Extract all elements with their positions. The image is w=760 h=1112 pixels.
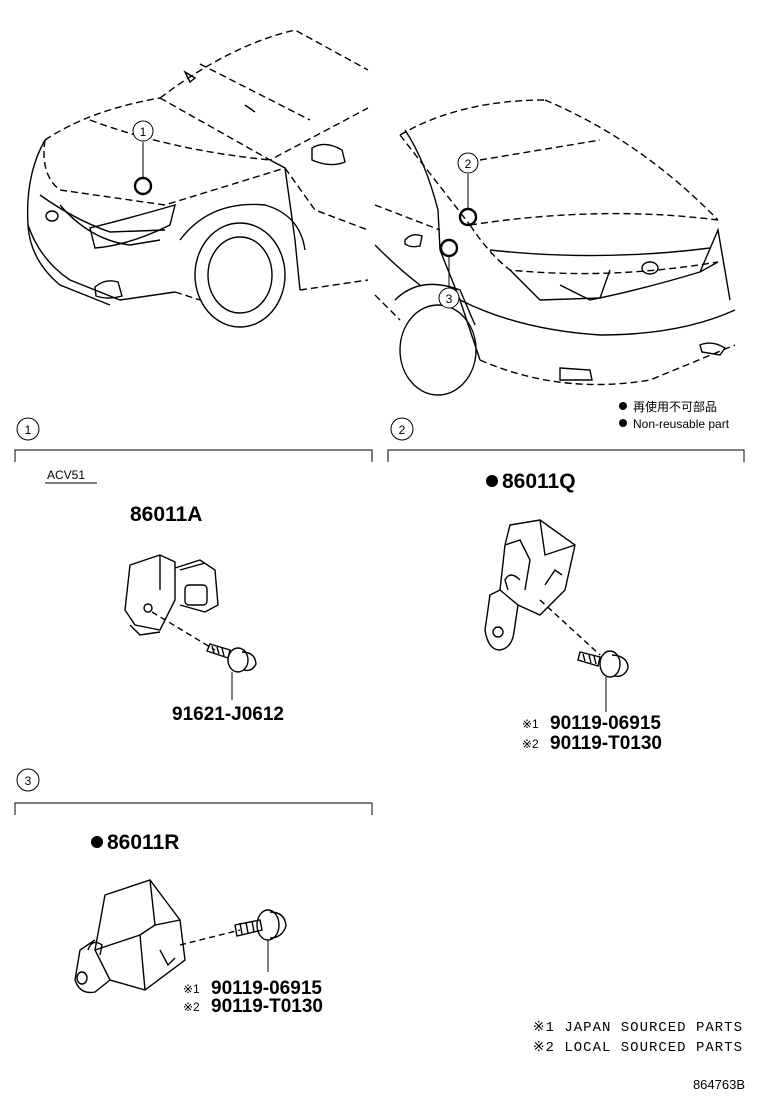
legend: 再使用不可部品 Non-reusable part: [619, 399, 730, 431]
model-code: ACV51: [47, 468, 85, 482]
diagram-id: 864763B: [693, 1077, 745, 1092]
fastener-90119-T0130: 90119-T0130: [211, 996, 323, 1017]
bolt-icon: [206, 643, 257, 673]
callout-marker-2: 2: [457, 152, 479, 227]
non-reusable-dot-icon: [619, 402, 627, 410]
non-reusable-dot-icon: [91, 836, 103, 848]
bolt-icon: [577, 650, 629, 678]
part-number-86011Q: 86011Q: [502, 470, 576, 493]
note-japan-sourced: ※1 JAPAN SOURCED PARTS: [533, 1020, 743, 1036]
section-index-3: 3: [25, 774, 32, 788]
fastener-90119-06915: 90119-06915: [550, 713, 661, 734]
fastener-91621-J0612: 91621-J0612: [172, 704, 284, 725]
non-reusable-dot-icon: [619, 419, 627, 427]
legend-jp: 再使用不可部品: [633, 399, 717, 414]
non-reusable-dot-icon: [486, 475, 498, 487]
part-number-86011A: 86011A: [130, 503, 202, 526]
note-local-sourced: ※2 LOCAL SOURCED PARTS: [533, 1040, 743, 1056]
callout-marker-3: 3: [438, 238, 460, 309]
sensor-connector-icon: [124, 554, 219, 651]
fastener-90119-06915: 90119-06915: [211, 978, 322, 999]
car-rear-view-icon: [374, 99, 736, 396]
mark-jp: ※1: [183, 982, 200, 996]
fastener-90119-T0130: 90119-T0130: [550, 733, 662, 754]
mark-local: ※2: [522, 737, 539, 751]
callout-label-1: 1: [140, 125, 147, 139]
section-3: 3 86011R ※1 90119-06915 ※2 90119-T0130: [14, 768, 373, 1017]
mark-jp: ※1: [522, 717, 539, 731]
callout-label-2: 2: [465, 157, 472, 171]
section-index-1: 1: [25, 423, 32, 437]
bracket-sensor-icon: [484, 519, 601, 656]
section-1: 1 ACV51 86011A 91621-J0612: [14, 417, 373, 725]
bracket-sensor-icon: [74, 879, 241, 994]
part-number-86011R: 86011R: [107, 831, 179, 854]
car-front-view-icon: [26, 29, 369, 328]
bolt-icon: [234, 909, 287, 941]
section-index-2: 2: [399, 423, 406, 437]
mark-local: ※2: [183, 1000, 200, 1014]
callout-marker-1: 1: [132, 120, 154, 196]
legend-en: Non-reusable part: [633, 417, 730, 431]
section-2: 2 86011Q ※1 90119-06915 ※2 90119-T0130: [387, 417, 745, 754]
callout-label-3: 3: [446, 292, 453, 306]
